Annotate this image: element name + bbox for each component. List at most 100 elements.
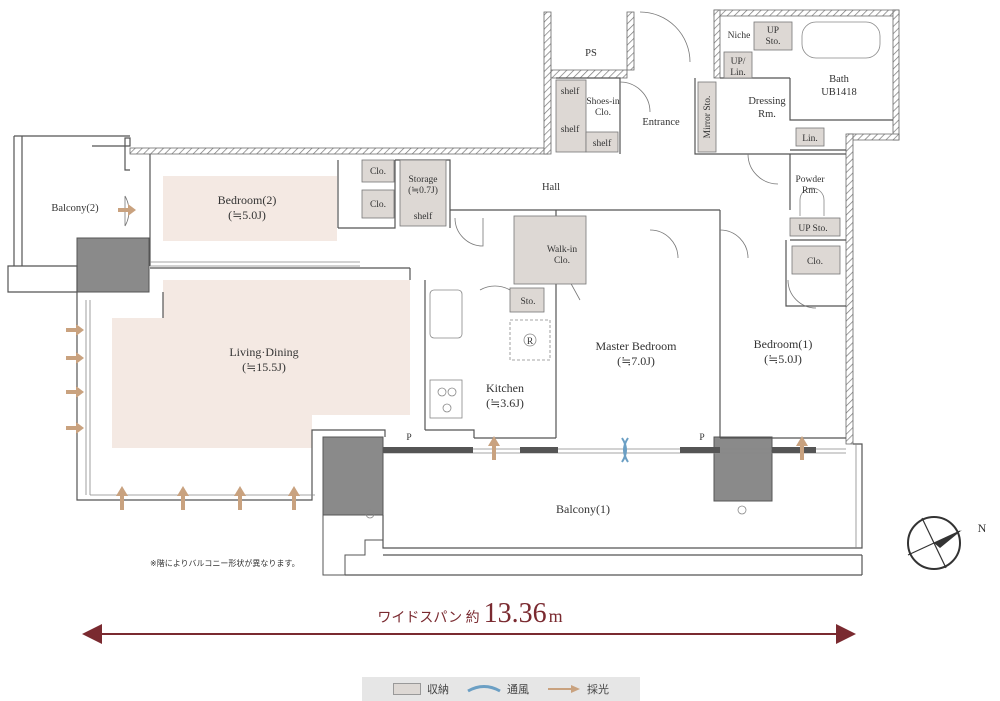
ps-wall — [550, 69, 628, 79]
bathtub — [801, 21, 881, 59]
room-label-master: Master Bedroom(≒7.0J) — [596, 339, 678, 368]
span-unit: m — [549, 606, 563, 626]
pillar-west — [76, 237, 150, 293]
compass: N — [907, 516, 987, 570]
pillar-bedroom1 — [713, 436, 773, 502]
burner-2 — [447, 387, 457, 397]
room-label-clo-b: Clo. — [370, 200, 386, 210]
stove — [429, 379, 463, 419]
room-label-kitchen: Kitchen(≒3.6J) — [486, 381, 524, 410]
storage-shoes — [555, 79, 587, 153]
storage-upsto — [753, 21, 793, 51]
storage-swatch-icon — [393, 683, 421, 695]
light-arrow — [66, 422, 84, 434]
lighting-arrow-icon — [548, 685, 580, 693]
light-arrow — [118, 204, 136, 216]
light-arrow — [116, 486, 128, 510]
light-arrow — [234, 486, 246, 510]
storage-clo-b — [361, 189, 395, 219]
bedroom2-sash — [150, 261, 360, 267]
bedroom2-floor — [163, 176, 337, 241]
sash-master-l — [520, 447, 558, 453]
storage-bed1-clo — [791, 245, 841, 275]
room-label-niche: Niche — [728, 31, 751, 41]
pillar-kitchen — [322, 436, 384, 516]
sash-bed1 — [772, 447, 816, 453]
light-arrow — [66, 386, 84, 398]
vent-mark-2 — [623, 437, 629, 463]
doors — [124, 11, 817, 309]
span-prefix: ワイドスパン 約 — [377, 610, 479, 626]
east-wall — [845, 133, 854, 445]
room-label-sto: Sto. — [520, 297, 535, 307]
light-arrows — [66, 204, 808, 510]
light-arrow — [177, 486, 189, 510]
legend-storage: 収納 — [393, 681, 449, 697]
light-arrow — [288, 486, 300, 510]
west-sash — [85, 300, 315, 496]
east-wall-upper — [847, 133, 900, 141]
light-arrow — [66, 324, 84, 336]
light-arrow — [796, 436, 808, 460]
burner-3 — [442, 403, 452, 413]
balcony2-rail — [13, 135, 130, 266]
storage-lin — [795, 127, 825, 147]
ventilation-wave-icon — [467, 685, 501, 693]
room-label-lin: Lin. — [802, 134, 818, 144]
upper-wall-left — [543, 11, 552, 155]
compass-needle — [934, 530, 962, 548]
storage-clo-a — [361, 159, 395, 183]
room-label-up-lin: UP/Lin. — [730, 57, 746, 78]
legend-lighting-label: 採光 — [587, 683, 609, 696]
room-label-balcony2: Balcony(2) — [51, 203, 99, 214]
storage-07 — [399, 159, 447, 227]
north-wall — [129, 147, 549, 155]
sash-kitchen — [383, 447, 473, 453]
fridge-space — [509, 319, 551, 361]
toilet — [799, 187, 825, 216]
storage-walkin — [513, 215, 587, 285]
vent-mark — [621, 437, 627, 463]
storage-sto — [509, 287, 545, 313]
drain-1 — [365, 509, 375, 519]
room-label-shelf-b: shelf — [561, 124, 580, 135]
room-label-balcony1: Balcony(1) — [556, 502, 610, 516]
compass-north-label: N — [978, 521, 987, 535]
compass-ring — [907, 516, 961, 570]
bath-wall-top — [713, 9, 900, 17]
legend-lighting: 採光 — [547, 681, 609, 697]
room-label-clo-a: Clo. — [370, 167, 386, 177]
room-label-shelf-c: shelf — [593, 138, 612, 149]
interior-walls — [76, 77, 893, 501]
room-label-hall: Hall — [542, 182, 560, 193]
legend: 収納 通風 採光 — [362, 677, 640, 701]
light-arrow — [66, 352, 84, 364]
sash-master-r — [680, 447, 720, 453]
room-label-shelf-a: shelf — [561, 86, 580, 97]
room-label-clo-bed1: Clo. — [807, 257, 823, 267]
living-floor — [112, 280, 410, 448]
r-circle — [523, 333, 537, 347]
storage-uplin — [723, 51, 753, 79]
sink-kitchen — [429, 289, 463, 339]
room-label-bedroom2: Bedroom(2)(≒5.0J) — [218, 193, 277, 222]
legend-ventilation: 通風 — [467, 681, 529, 697]
room-label-r-mark: R — [527, 337, 534, 347]
span-value: 13.36 — [484, 598, 547, 629]
room-label-mirror-sto: Mirror Sto. — [703, 96, 713, 139]
legend-ventilation-label: 通風 — [507, 683, 529, 696]
drain-2 — [737, 505, 747, 515]
bath-wall-right — [892, 9, 900, 141]
pillar-sw — [322, 514, 384, 576]
balcony2-wing — [7, 265, 78, 293]
room-label-p-right: P — [699, 433, 704, 443]
storage-powder-up — [789, 217, 841, 237]
